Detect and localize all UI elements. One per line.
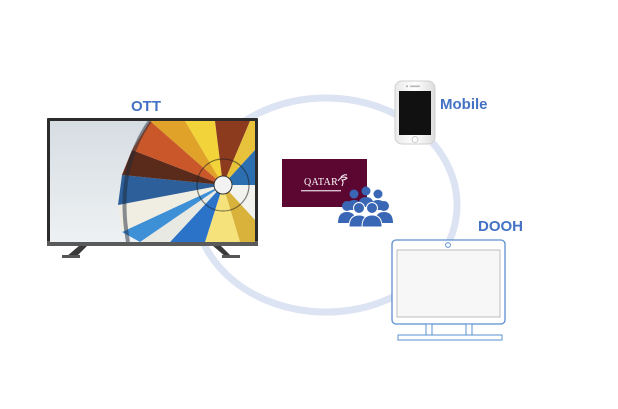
- ott-label: OTT: [131, 98, 161, 115]
- audience-group-icon: [338, 186, 393, 228]
- brand-name: QATAR: [304, 177, 338, 188]
- phone-screen: [399, 91, 431, 135]
- brand-logo: QATAR: [282, 159, 367, 207]
- tv-screen-image: [50, 121, 255, 242]
- oryx-logo: [337, 174, 348, 187]
- tv-icon: [47, 118, 258, 258]
- dooh-label: DOOH: [478, 218, 523, 235]
- monitor-icon: [391, 239, 506, 341]
- smartphone-icon: [394, 80, 436, 145]
- mobile-label: Mobile: [440, 96, 488, 113]
